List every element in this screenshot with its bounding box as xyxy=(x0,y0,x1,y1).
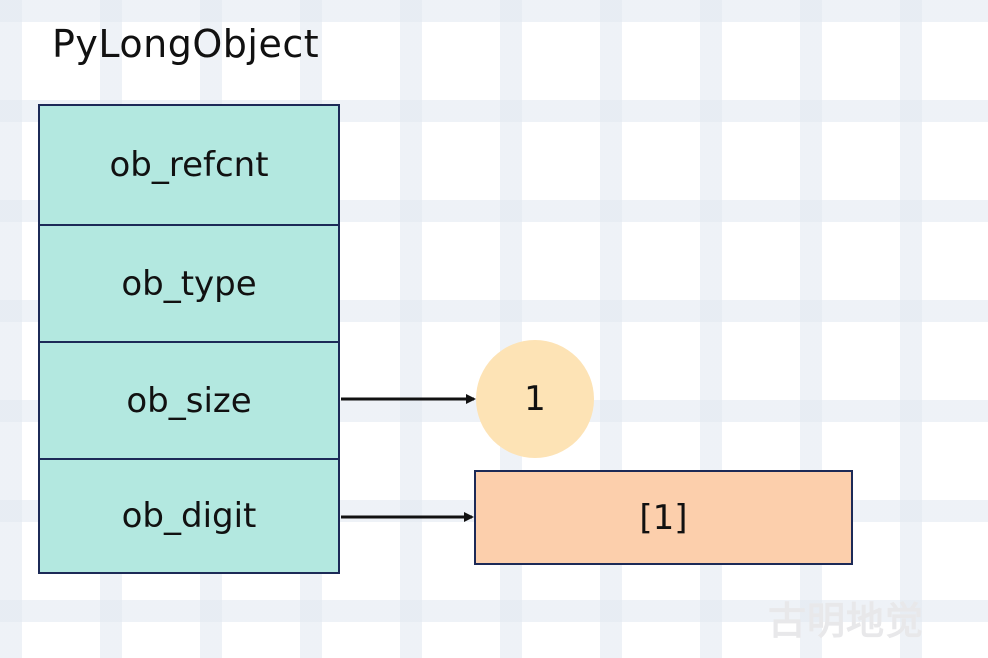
field-ob-digit: ob_digit xyxy=(40,458,338,572)
digit-array-box: [1] xyxy=(474,470,853,565)
pylongobject-struct: ob_refcnt ob_type ob_size ob_digit xyxy=(38,104,340,574)
field-ob-refcnt: ob_refcnt xyxy=(109,145,269,185)
field-ob-size: ob_size xyxy=(40,341,338,458)
struct-title: PyLongObject xyxy=(52,22,320,66)
watermark: 古明地觉 xyxy=(768,599,925,643)
field-ob-type: ob_type xyxy=(40,224,338,341)
size-value-circle: 1 xyxy=(476,340,594,458)
